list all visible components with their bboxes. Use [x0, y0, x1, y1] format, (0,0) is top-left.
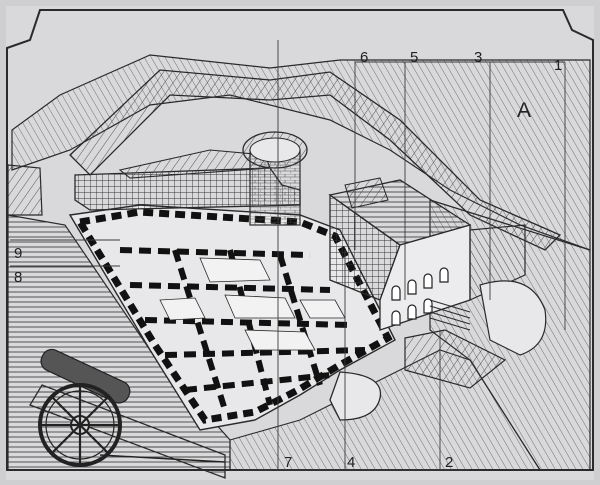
right-annex [429, 224, 547, 356]
barracks [328, 177, 472, 331]
lunette [329, 371, 382, 421]
label-9: 9 [14, 245, 23, 262]
label-2: 2 [445, 454, 454, 471]
casemate-slabs [159, 257, 346, 351]
sunken-block [404, 329, 507, 389]
casemate-outer-wall [74, 208, 393, 424]
drawing-frame [6, 9, 594, 471]
cannon-icon [29, 348, 226, 479]
round-tower [242, 131, 308, 226]
label-3: 3 [474, 49, 483, 66]
label-7: 7 [284, 454, 293, 471]
label-5: 5 [410, 49, 419, 66]
label-6: 6 [360, 49, 369, 66]
label-4: 4 [347, 454, 356, 471]
label-8: 8 [14, 269, 23, 286]
corner-letter: A [517, 99, 532, 122]
label-1: 1 [554, 57, 563, 74]
left-tower [7, 164, 43, 216]
section-lines [10, 40, 566, 471]
